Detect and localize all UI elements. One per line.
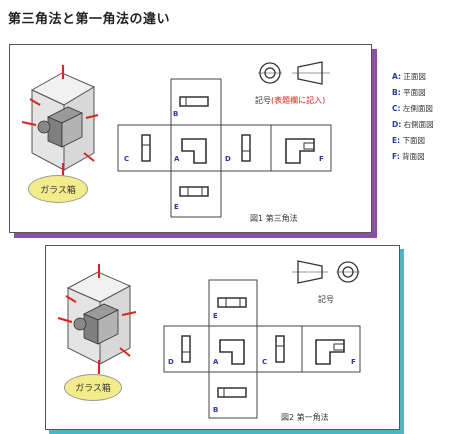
third-angle-symbol-icon: [258, 61, 330, 85]
glass-box-label: ガラス箱: [64, 374, 122, 401]
symbol-label: 記号(表題欄に記入): [255, 96, 326, 105]
legend-item: F: 背面図: [392, 152, 425, 161]
glass-box-cube-icon: [57, 264, 137, 374]
view-label-front: A: [174, 155, 180, 163]
view-label-right: C: [262, 358, 268, 366]
glass-box-cube-icon: [21, 65, 99, 177]
view-label-back: F: [351, 358, 356, 366]
legend-item: D: 右側面図: [392, 120, 434, 129]
figure2-panel: ガラス箱 E D A C F B 記号 図2 第: [45, 245, 400, 430]
view-label-top: E: [213, 312, 218, 320]
page-title: 第三角法と第一角法の違い: [8, 12, 171, 27]
figure2-views-layout: [163, 279, 361, 419]
symbol-note: (表題欄に記入): [271, 96, 326, 105]
view-label-left: C: [124, 155, 130, 163]
legend-item: A: 正面図: [392, 72, 426, 81]
legend-item: C: 左側面図: [392, 104, 433, 113]
figure1-caption: 図1 第三角法: [250, 214, 298, 223]
view-label-back: F: [319, 155, 324, 163]
view-label-bottom: E: [174, 203, 179, 211]
glass-box-label: ガラス箱: [28, 175, 88, 203]
view-label-top: B: [173, 110, 179, 118]
view-label-front: A: [213, 358, 219, 366]
figure1-views-layout: [117, 78, 332, 218]
symbol-label: 記号: [318, 295, 334, 304]
view-label-right: D: [225, 155, 231, 163]
first-angle-symbol-icon: [292, 260, 360, 284]
figure2-caption: 図2 第一角法: [281, 413, 329, 422]
legend-item: B: 平面図: [392, 88, 426, 97]
legend-item: E: 下面図: [392, 136, 426, 145]
view-label-bottom: B: [213, 406, 219, 414]
figure1-panel: ガラス箱 B C A D F E: [9, 44, 372, 233]
view-label-left: D: [168, 358, 174, 366]
